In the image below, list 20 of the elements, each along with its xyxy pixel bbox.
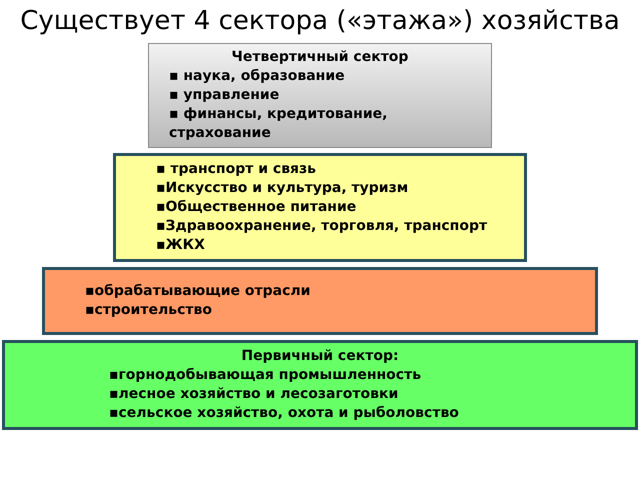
list-item: ▪ЖКХ: [156, 236, 206, 255]
list-item: ▪ управление: [169, 86, 280, 105]
list-item: ▪Искусство и культура, туризм: [156, 179, 410, 198]
list-item: ▪сельское хозяйство, охота и рыболовство: [109, 404, 460, 423]
list-item: ▪горнодобывающая промышленность: [109, 366, 422, 385]
list-item: ▪ наука, образование: [169, 67, 346, 86]
list-item: ▪строительство: [85, 301, 213, 320]
quaternary-sector-box: [148, 43, 492, 148]
list-item: ▪обрабатывающие отрасли: [85, 282, 312, 301]
sector-heading: Первичный сектор:: [240, 347, 400, 366]
list-item: ▪ транспорт и связь: [156, 160, 318, 179]
primary-sector-box: [2, 340, 638, 430]
list-item: ▪лесное хозяйство и лесозаготовки: [109, 385, 400, 404]
list-item: ▪Здравоохранение, торговля, транспорт: [156, 217, 488, 236]
list-item: ▪Общественное питание: [156, 198, 358, 217]
secondary-sector-box: [42, 267, 598, 335]
sector-heading: Четвертичный сектор: [230, 48, 410, 67]
list-item: ▪ финансы, кредитование, страхование: [169, 105, 388, 143]
title: Существует 4 сектора («этажа») хозяйства: [19, 5, 621, 38]
tertiary-sector-box: [113, 153, 527, 262]
